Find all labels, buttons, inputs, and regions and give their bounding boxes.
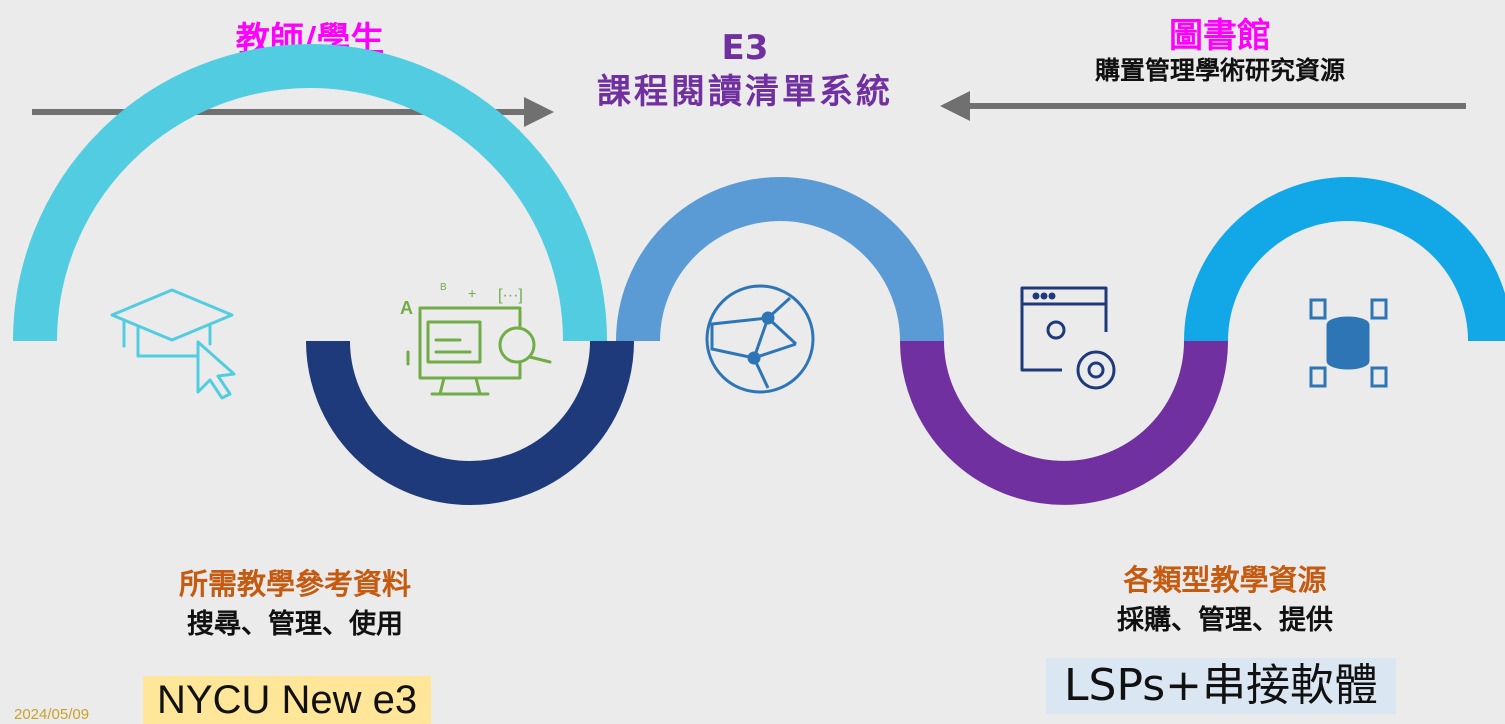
svg-text:[···]: [···] [498, 287, 523, 304]
network-globe-icon [705, 284, 815, 394]
system-title-line1: E3 [721, 28, 769, 68]
nycu-e3-tag: NYCU New e3 [143, 676, 432, 724]
bottom-left-subtitle: 搜尋、管理、使用 [187, 609, 403, 640]
arc-sky [1184, 177, 1505, 342]
footer-date: 2024/05/09 [14, 706, 90, 723]
database-documents-icon [1309, 298, 1388, 388]
right-header-subtitle: 購置管理學術研究資源 [1094, 56, 1345, 85]
bottom-right-subtitle: 採購、管理、提供 [1117, 605, 1333, 636]
system-title-line2: 課程閱讀清單系統 [597, 72, 893, 112]
arc-violet [900, 340, 1228, 505]
bottom-left-block: 所需教學參考資料 搜尋、管理、使用 [130, 566, 460, 642]
svg-text:B: B [440, 282, 447, 293]
system-title: E3 課程閱讀清單系統 [545, 26, 945, 114]
lsps-tag: LSPs+串接軟體 [1046, 658, 1396, 714]
right-header: 圖書館 購置管理學術研究資源 [1040, 16, 1400, 86]
arc-steel [616, 177, 944, 342]
bottom-right-title: 各類型教學資源 [1123, 563, 1327, 597]
svg-text:+: + [468, 285, 476, 301]
monitor-search-icon: A B + [···] [400, 282, 552, 396]
arc-teal [13, 44, 607, 342]
graduation-cap-cursor-icon [110, 288, 236, 400]
browser-gear-icon [1020, 286, 1116, 390]
arc-navy [306, 340, 634, 505]
bottom-left-title: 所需教學參考資料 [178, 567, 411, 601]
bottom-right-block: 各類型教學資源 採購、管理、提供 [1060, 562, 1390, 638]
svg-text:A: A [400, 298, 413, 318]
right-header-title: 圖書館 [1169, 16, 1271, 56]
